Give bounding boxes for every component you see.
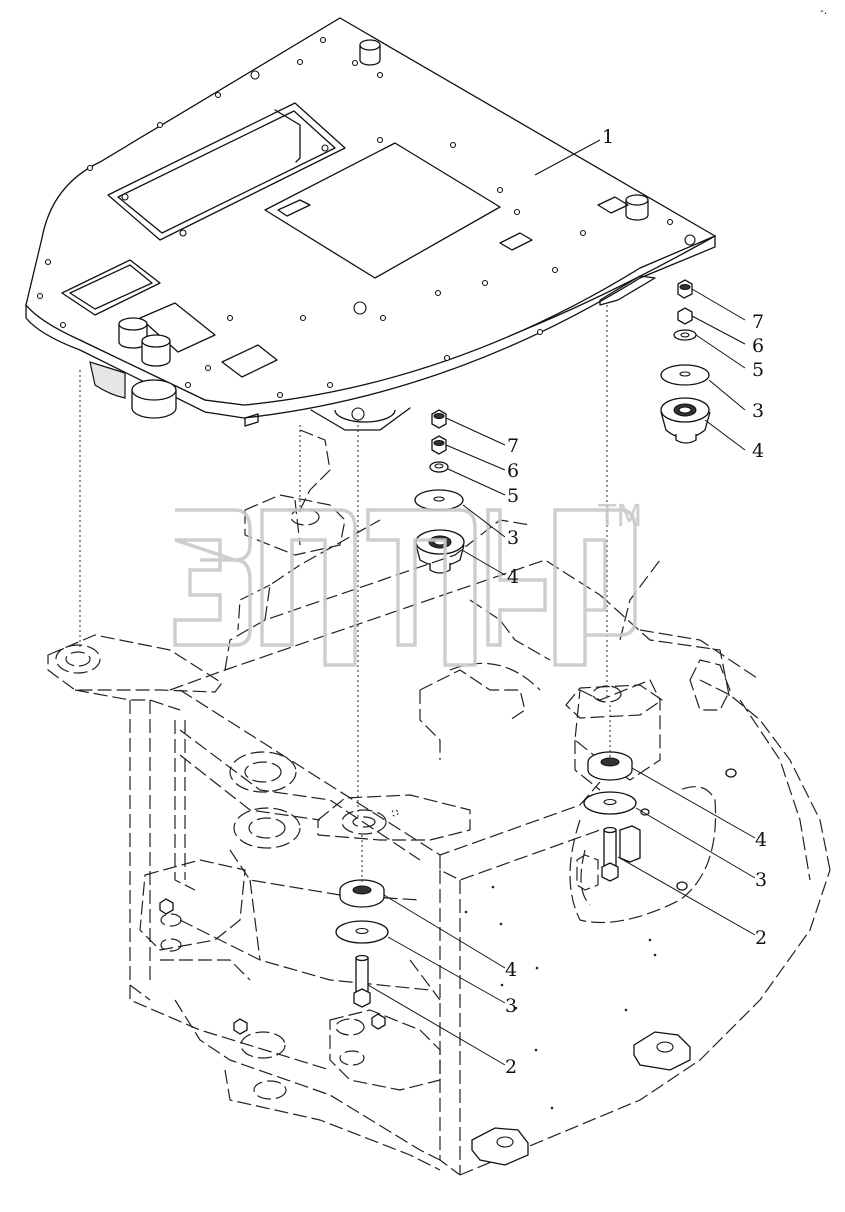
frame-dots	[464, 885, 657, 1110]
frame-lugs	[471, 825, 691, 1166]
watermark-logo: TM	[173, 499, 642, 667]
callout-label-6: 6	[507, 460, 519, 482]
frame-small-nuts	[159, 768, 737, 1035]
callout-label-3: 3	[507, 527, 519, 549]
mount-stack-b	[414, 409, 465, 574]
mount-stack-a	[660, 279, 711, 444]
assembly-center-lines	[79, 305, 611, 885]
pedal-bosses	[118, 39, 649, 367]
callout-label-2: 2	[755, 927, 767, 949]
frame-mount-pad-center	[317, 794, 471, 841]
callout-label-4: 4	[507, 566, 519, 588]
callout-label-3: 3	[505, 995, 517, 1017]
callout-label-1: 1	[602, 126, 614, 148]
callout-label-3: 3	[755, 869, 767, 891]
callout-label-4: 4	[752, 440, 764, 462]
corner-mark: -.	[820, 4, 827, 17]
callout-label-2: 2	[505, 1056, 517, 1078]
callout-label-7: 7	[507, 435, 519, 457]
frame-left-arm	[47, 634, 223, 711]
cab-floor-plate	[25, 17, 717, 431]
callout-label-4: 4	[755, 829, 767, 851]
callout-label-4: 4	[505, 959, 517, 981]
callout-label-3: 3	[752, 400, 764, 422]
callout-label-6: 6	[752, 335, 764, 357]
callout-label-5: 5	[507, 485, 519, 507]
watermark-trademark: TM	[597, 499, 642, 534]
frame-bores	[160, 508, 622, 1100]
mount-stack-c	[335, 879, 389, 1008]
callout-labels: 1 7 6 5 3 4 7 6 5 3 4 4 3 2 4 3 2	[505, 126, 767, 1078]
callout-label-7: 7	[752, 311, 764, 333]
plate-holes	[36, 36, 696, 399]
mount-stack-d	[583, 751, 637, 882]
callout-leaders	[367, 139, 756, 1066]
callout-label-5: 5	[752, 359, 764, 381]
loader-frame	[129, 429, 831, 1176]
frame-mount-pad-right	[565, 684, 663, 719]
